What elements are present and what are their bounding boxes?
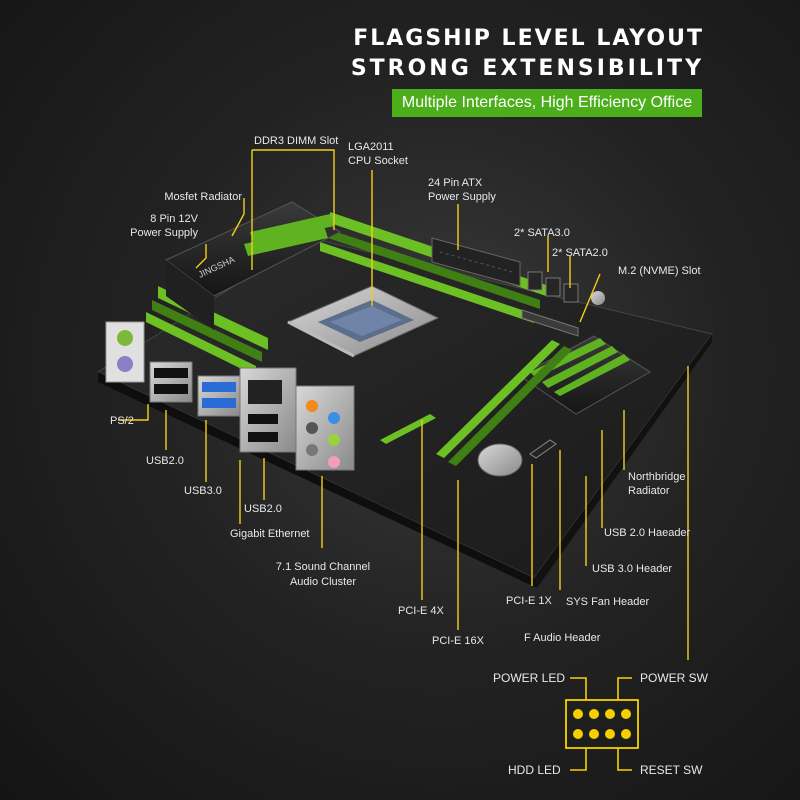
label-usb20-rear-b: USB2.0 xyxy=(244,503,282,515)
callout-lines xyxy=(118,149,689,660)
label-usb30-header: USB 3.0 Header xyxy=(592,563,673,575)
front-panel-header-diagram xyxy=(565,677,639,771)
label-8pin-power-supply: Power Supply xyxy=(130,227,198,239)
label-hdd-led: HDD LED xyxy=(508,763,561,777)
label-audio-cluster: Audio Cluster xyxy=(289,576,357,588)
label-power-led: POWER LED xyxy=(493,671,566,685)
label-cpu-socket: CPU Socket xyxy=(348,155,408,167)
label-northbridge: Northbridge xyxy=(628,471,686,483)
headline-line-1: FLAGSHIP LEVEL LAYOUT xyxy=(353,26,704,51)
mosfet-radiator: JINGSHA xyxy=(165,201,342,330)
sata-ports xyxy=(527,271,579,303)
label-sata2: 2* SATA2.0 xyxy=(552,247,608,259)
cmos-battery xyxy=(477,443,523,477)
label-reset-sw: RESET SW xyxy=(640,763,703,777)
label-f-audio-header: F Audio Header xyxy=(524,632,601,644)
header-pins xyxy=(573,709,631,739)
label-lga2011: LGA2011 xyxy=(348,141,394,153)
label-m2-slot: M.2 (NVME) Slot xyxy=(618,265,701,277)
headline-line-2: STRONG EXTENSIBILITY xyxy=(350,56,704,81)
label-ddr3-slot: DDR3 DIMM Slot xyxy=(254,135,339,147)
label-sound-channel: 7.1 Sound Channel xyxy=(275,561,371,573)
label-northbridge-radiator: Radiator xyxy=(628,485,670,497)
label-gigabit-ethernet: Gigabit Ethernet xyxy=(230,528,310,540)
label-usb30-rear: USB3.0 xyxy=(184,485,222,497)
label-pcie-4x: PCI-E 4X xyxy=(398,605,444,617)
label-pcie-16x: PCI-E 16X xyxy=(432,635,484,647)
label-usb20-header: USB 2.0 Haeader xyxy=(604,527,691,539)
label-ps2: PS/2 xyxy=(110,415,134,427)
label-8pin-12v: 8 Pin 12V xyxy=(150,213,198,225)
label-mosfet-radiator: Mosfet Radiator xyxy=(164,191,242,203)
label-atx-power-supply: Power Supply xyxy=(428,191,496,203)
label-sata3: 2* SATA3.0 xyxy=(514,227,570,239)
label-pcie-1x: PCI-E 1X xyxy=(506,595,552,607)
label-usb20-rear-a: USB2.0 xyxy=(146,455,184,467)
rear-io-panel xyxy=(105,321,355,471)
label-sys-fan-header: SYS Fan Header xyxy=(566,596,650,608)
cpu-socket xyxy=(286,285,440,358)
subtitle-banner: Multiple Interfaces, High Efficiency Off… xyxy=(392,89,702,117)
m2-slot xyxy=(521,309,579,337)
label-power-sw: POWER SW xyxy=(640,671,708,685)
label-atx-24pin: 24 Pin ATX xyxy=(428,177,483,189)
